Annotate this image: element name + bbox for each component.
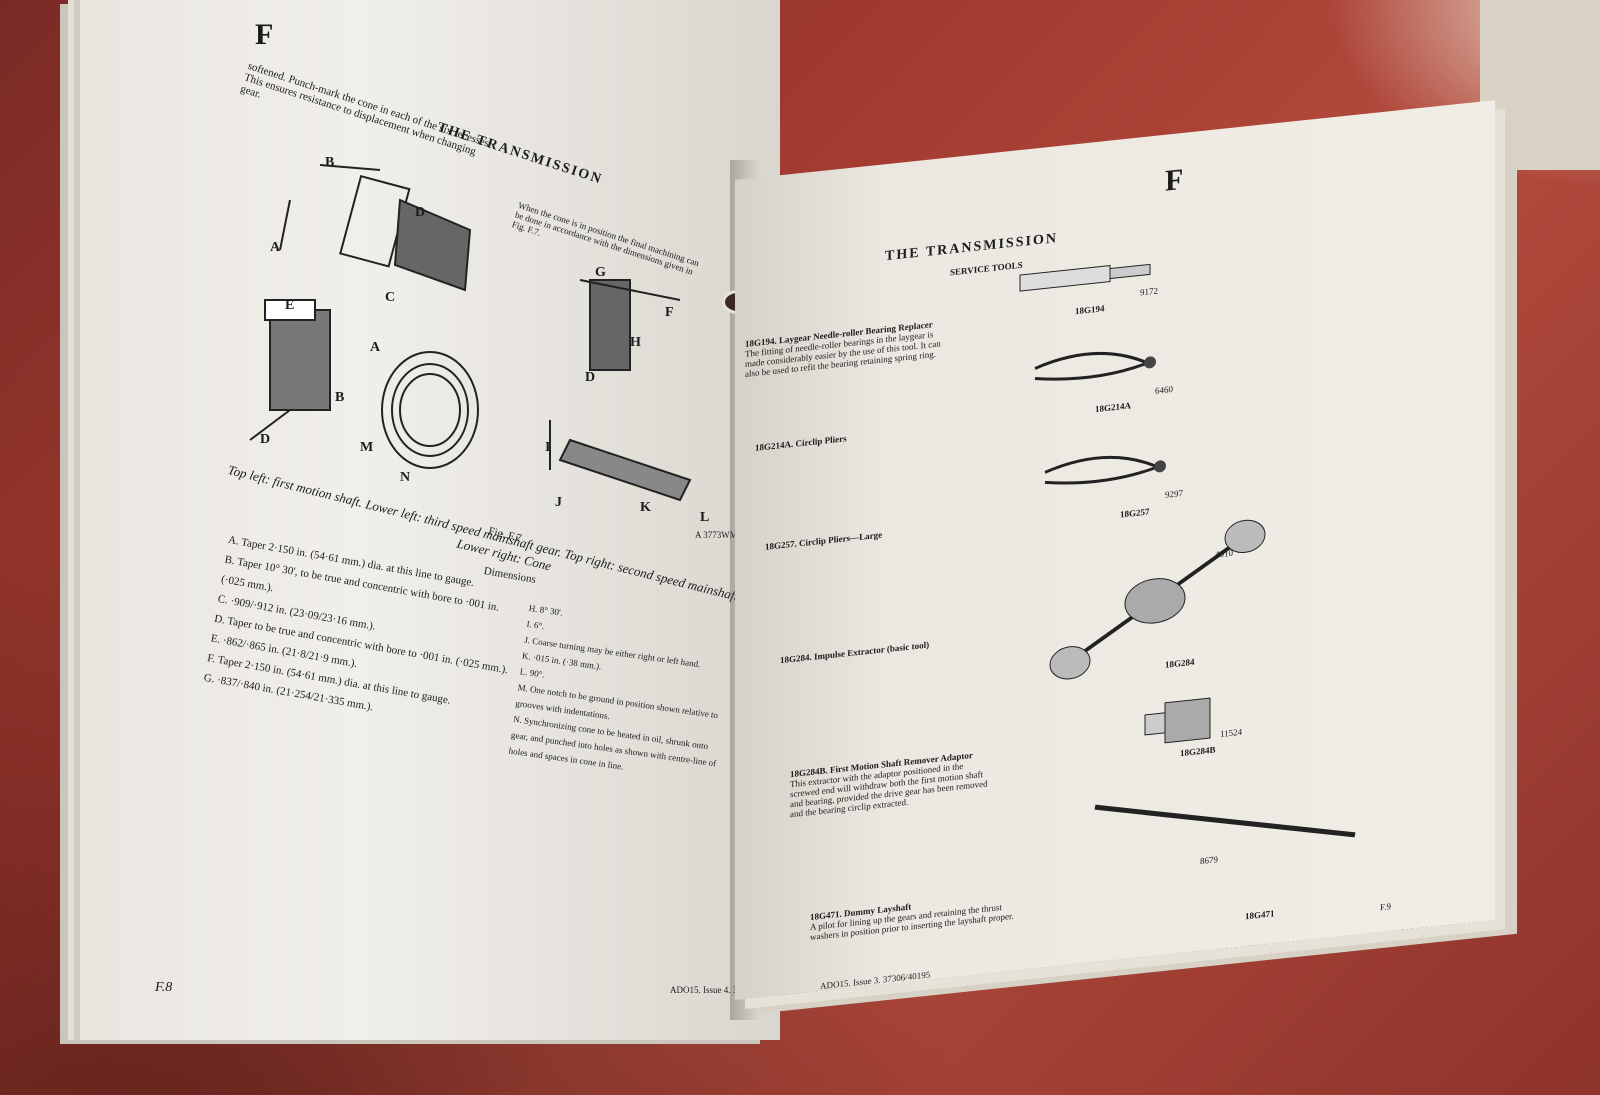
fig-label: D bbox=[260, 432, 271, 447]
tool-entry: 18G194. Laygear Needle-roller Bearing Re… bbox=[745, 314, 985, 379]
tool-ref: 11524 bbox=[1220, 726, 1243, 740]
fig-label: D bbox=[585, 370, 596, 385]
tool-18g257-drawing bbox=[1044, 455, 1166, 485]
dimensions-left-list: A. Taper 2·150 in. (54·61 mm.) dia. at t… bbox=[202, 530, 525, 740]
tool-18g284b-drawing bbox=[1144, 697, 1211, 744]
fig-label: B bbox=[325, 155, 335, 170]
tool-ref: 9172 bbox=[1140, 285, 1158, 298]
fig-label: D bbox=[415, 205, 426, 220]
tool-title: 18G284. Impulse Extractor (basic tool) bbox=[780, 639, 930, 666]
tool-18g471-drawing bbox=[1094, 804, 1356, 838]
fig-label: A bbox=[370, 340, 381, 355]
fig-label: B bbox=[335, 390, 345, 405]
fig-label: A bbox=[270, 240, 281, 255]
fig-label: E bbox=[285, 298, 295, 313]
fig-label: N bbox=[400, 470, 411, 485]
tool-ref: 9297 bbox=[1165, 487, 1183, 500]
dimensions-right-list: H. 8° 30'. I. 6°. J. Coarse turning may … bbox=[508, 600, 738, 788]
tool-entry: 18G284B. First Motion Shaft Remover Adap… bbox=[790, 742, 1050, 819]
figure-ref: A 3773WM bbox=[695, 530, 738, 540]
left-footer: ADO15. Issue 4. 37306/40195 bbox=[670, 985, 781, 995]
tool-label: 18G214A bbox=[1095, 400, 1131, 415]
tool-label: 18G257 bbox=[1120, 506, 1150, 520]
fig-label: K bbox=[640, 500, 651, 515]
fig-label: L bbox=[700, 510, 710, 525]
left-page-number: F.8 bbox=[155, 980, 173, 995]
fig-label: I bbox=[545, 440, 551, 455]
fig-label: F bbox=[665, 305, 674, 320]
left-page: F softened. Punch-mark the cone in each … bbox=[80, 0, 780, 1040]
tool-entry: 18G471. Dummy Layshaft A pilot for linin… bbox=[810, 884, 1080, 942]
tool-18g194-drawing bbox=[1019, 263, 1151, 292]
right-section-letter: F bbox=[1165, 162, 1184, 198]
right-subheading: SERVICE TOOLS bbox=[950, 259, 1023, 278]
right-heading: THE TRANSMISSION bbox=[885, 231, 1058, 265]
fig-label: G bbox=[595, 265, 606, 280]
fig-label: M bbox=[360, 440, 374, 455]
fig-label: H bbox=[630, 335, 641, 350]
right-page: F THE TRANSMISSION SERVICE TOOLS 18G194.… bbox=[735, 100, 1495, 1000]
tool-label: 18G471 bbox=[1245, 908, 1275, 922]
tool-18g284-drawing bbox=[1049, 519, 1266, 680]
left-section-letter: F bbox=[255, 18, 274, 51]
wall-corner bbox=[1480, 0, 1600, 170]
tool-title: 18G257. Circlip Pliers—Large bbox=[765, 529, 883, 552]
tool-ref: 4010 bbox=[1215, 547, 1233, 560]
figure-f7-drawings bbox=[249, 164, 692, 502]
tool-label: 18G194 bbox=[1075, 303, 1105, 317]
tool-ref: 8679 bbox=[1200, 854, 1218, 867]
right-page-number: F.9 bbox=[1380, 901, 1392, 913]
fig-label: J bbox=[555, 495, 562, 510]
fig-label: C bbox=[385, 290, 396, 305]
tool-title: 18G214A. Circlip Pliers bbox=[755, 433, 847, 453]
tool-18g214a-drawing bbox=[1034, 351, 1156, 381]
tool-ref: 6460 bbox=[1155, 383, 1173, 396]
